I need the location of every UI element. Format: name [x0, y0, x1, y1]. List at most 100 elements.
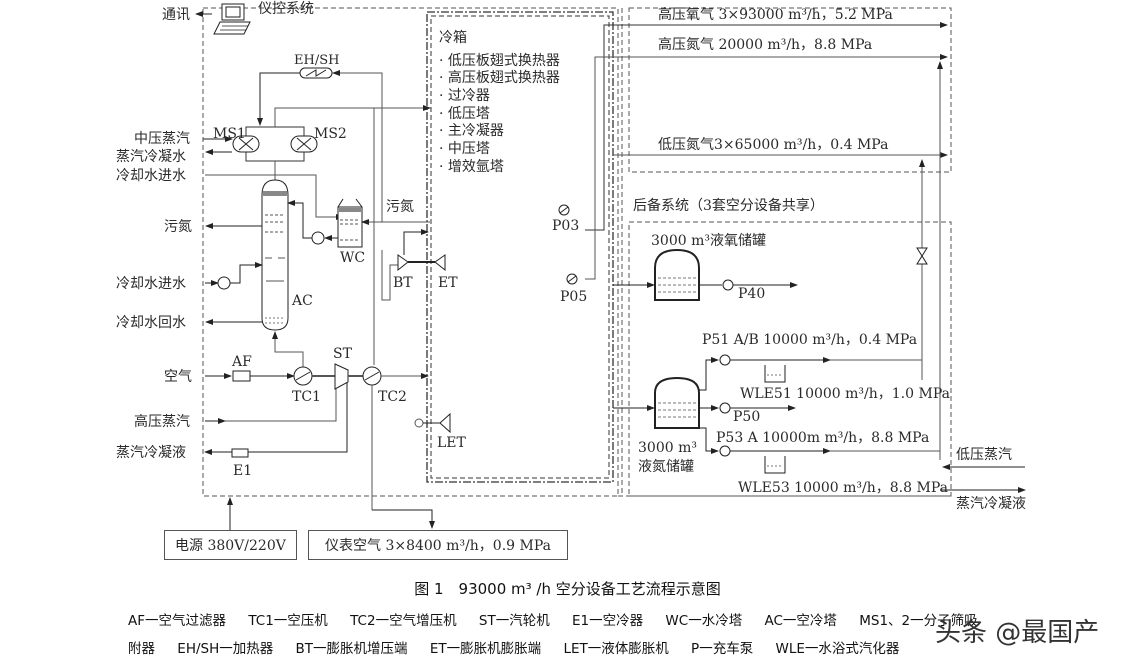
cold-box-title: 冷箱	[439, 30, 467, 46]
instrument-air-label: 仪表空气 3×8400 m³/h，0.9 MPa	[325, 538, 551, 554]
legend-item: WLE一水浴式汽化器	[775, 641, 900, 657]
label-p03: P03	[552, 218, 579, 234]
label-steam-condensate-liquid: 蒸汽冷凝液	[116, 445, 186, 461]
wle53-vaporizer	[764, 456, 786, 474]
cold-box-outer	[426, 11, 614, 483]
cold-box-list: · 低压板翅式换热器 · 高压板翅式换热器 · 过冷器 · 低压塔 · 主冷凝器…	[439, 52, 560, 175]
label-et: ET	[438, 275, 458, 291]
label-ac: AC	[291, 293, 313, 309]
steam-condensate-label: 蒸汽冷凝液	[956, 496, 1026, 512]
label-cooling-water-in-1: 冷却水进水	[116, 168, 186, 184]
ms1-adsorber	[232, 135, 260, 153]
legend-item: E1一空冷器	[572, 613, 644, 629]
product-boundary	[628, 7, 952, 173]
legend-item: ET一膨胀机膨胀端	[429, 641, 542, 657]
p51-label: P51 A/B 10000 m³/h，0.4 MPa	[702, 332, 917, 348]
backup-title: 后备系统（3套空分设备共享）	[633, 197, 824, 214]
label-tc1: TC1	[292, 389, 321, 405]
legend-item: MS1、2一分子筛吸	[859, 613, 978, 629]
label-p50: P50	[733, 409, 760, 425]
asu-boundary	[202, 7, 619, 497]
lp-steam-label: 低压蒸汽	[956, 447, 1012, 463]
af-air-filter	[232, 370, 251, 382]
let-generator	[414, 418, 424, 428]
wle51-vaporizer	[764, 365, 786, 383]
label-st: ST	[333, 346, 353, 362]
let-liquid-expander	[439, 412, 451, 434]
legend-item: BT一膨胀机增压端	[295, 641, 408, 657]
wle51-label: WLE51 10000 m³/h，1.0 MPa	[740, 386, 950, 402]
legend-line-2: 附器 EH/SH一加热器 BT一膨胀机增压端 ET一膨胀机膨胀端 LET一液体膨…	[128, 637, 917, 657]
instrument-air-box: 仪表空气 3×8400 m³/h，0.9 MPa	[308, 530, 568, 560]
label-ms2: MS2	[314, 126, 347, 142]
label-af: AF	[231, 354, 252, 370]
label-mp-steam: 中压蒸汽	[134, 131, 190, 147]
computer-icon	[213, 3, 251, 35]
wc-pump	[311, 231, 325, 245]
label-air: 空气	[164, 369, 192, 385]
label-p40: P40	[738, 286, 765, 302]
wle53-label: WLE53 10000 m³/h，8.8 MPa	[738, 480, 948, 496]
watermark: 头条 @最国产	[935, 618, 1100, 648]
cold-box-item: · 高压板翅式换热器	[439, 69, 560, 86]
power-supply-box: 电源 380V/220V	[164, 530, 297, 560]
cold-box-item: · 增效氩塔	[439, 159, 504, 175]
et-expander	[434, 254, 446, 272]
label-waste-n2-mid: 污氮	[386, 199, 414, 215]
st-steam-turbine	[334, 363, 349, 390]
p53-label: P53 A 10000m m³/h，8.8 MPa	[716, 430, 929, 446]
figure-caption: 图 1 93000 m³ /h 空分设备工艺流程示意图	[414, 580, 721, 598]
lin-tank-label-1: 3000 m³	[638, 440, 697, 456]
label-waste-nitrogen: 污氮	[164, 219, 192, 235]
label-control-system: 仪控系统	[258, 1, 314, 17]
legend-item: EH/SH一加热器	[177, 641, 274, 657]
cold-box-inner	[430, 15, 610, 479]
label-bt: BT	[393, 275, 413, 291]
label-cooling-water-return: 冷却水回水	[116, 315, 186, 331]
lox-tank-label: 3000 m³液氧储罐	[651, 233, 766, 249]
valve-icon	[916, 247, 928, 265]
label-wc: WC	[340, 250, 365, 266]
legend-item: 附器	[128, 641, 155, 657]
wc-water-cooling-tower	[337, 198, 363, 248]
legend-item: P一充车泵	[691, 641, 754, 657]
p40-pump	[722, 279, 734, 291]
ac-air-cooling-tower	[261, 179, 289, 331]
label-steam-condensate-water: 蒸汽冷凝水	[116, 149, 186, 165]
cold-box-item: · 主冷凝器	[439, 123, 504, 139]
label-eh-sh: EH/SH	[294, 53, 339, 68]
lin-storage-tank	[654, 376, 700, 429]
lox-storage-tank	[654, 248, 700, 301]
p50-pump	[719, 402, 731, 414]
e1-cooler	[231, 448, 249, 458]
label-cooling-water-in-2: 冷却水进水	[116, 276, 186, 292]
label-hp-steam: 高压蒸汽	[134, 413, 190, 430]
cold-box-item: · 过冷器	[439, 88, 490, 104]
ms2-adsorber	[290, 135, 318, 153]
bt-booster	[397, 254, 409, 272]
legend-item: AC一空冷塔	[764, 613, 837, 629]
power-supply-label: 电源 380V/220V	[175, 538, 286, 554]
cold-box-item: · 低压板翅式换热器	[439, 52, 560, 69]
label-comm: 通讯	[162, 7, 190, 23]
legend-item: AF一空气过滤器	[128, 613, 227, 629]
cooling-water-pump	[217, 276, 231, 290]
label-let: LET	[437, 435, 467, 451]
legend-item: TC2一空气增压机	[350, 613, 457, 629]
p51-pump	[719, 354, 731, 366]
label-e1: E1	[233, 463, 252, 479]
product-lp-nitrogen: 低压氮气3×65000 m³/h，0.4 MPa	[658, 137, 888, 153]
legend-item: ST一汽轮机	[478, 613, 550, 629]
product-hp-oxygen: 高压氧气 3×93000 m³/h，5.2 MPa	[658, 6, 893, 23]
product-hp-nitrogen: 高压氮气 20000 m³/h，8.8 MPa	[658, 36, 872, 53]
legend-line-1: AF一空气过滤器 TC1一空压机 TC2一空气增压机 ST一汽轮机 E1一空冷器…	[128, 609, 996, 629]
cold-box-item: · 低压塔	[439, 106, 490, 122]
legend-item: LET一液体膨胀机	[563, 641, 669, 657]
label-ms1: MS1	[213, 126, 246, 142]
label-p05: P05	[560, 289, 587, 305]
lin-tank-label-2: 液氮储罐	[638, 459, 694, 475]
p53-pump	[719, 445, 731, 457]
label-tc2: TC2	[378, 389, 407, 405]
legend-item: WC一水冷塔	[665, 613, 743, 629]
legend-item: TC1一空压机	[248, 613, 328, 629]
